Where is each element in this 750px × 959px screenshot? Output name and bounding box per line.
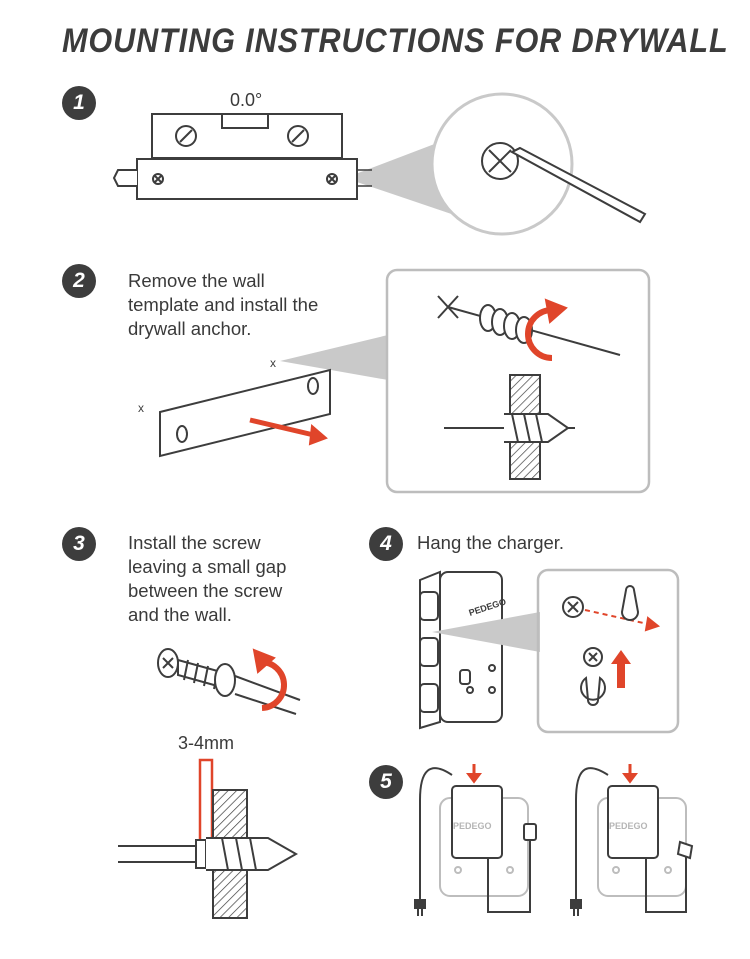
step-5-badge: 5 bbox=[369, 765, 403, 799]
connector-icon bbox=[523, 823, 537, 841]
up-arrow bbox=[617, 662, 625, 688]
step-4-badge: 4 bbox=[369, 527, 403, 561]
charger-back bbox=[439, 571, 503, 723]
slide-direction bbox=[584, 609, 649, 625]
screwdriver-shaft bbox=[447, 306, 621, 356]
down-arrow bbox=[466, 773, 482, 784]
plug-icon bbox=[414, 899, 426, 909]
svg-text:x: x bbox=[270, 356, 276, 370]
connector-icon bbox=[676, 840, 694, 860]
gap-indicator bbox=[198, 758, 214, 846]
wall-template bbox=[159, 368, 331, 458]
pull-arrow bbox=[308, 424, 328, 446]
drywall-anchor-icon bbox=[479, 304, 533, 344]
down-arrow bbox=[622, 773, 638, 784]
level-vial-top bbox=[221, 113, 269, 129]
mark-circle bbox=[481, 142, 519, 180]
anchor-in-wall bbox=[504, 413, 570, 443]
keyhole-slot bbox=[580, 676, 606, 706]
step-1-illustration bbox=[112, 92, 647, 236]
charging-cable bbox=[487, 840, 531, 913]
level-vial-right bbox=[287, 125, 309, 147]
anchor-in-wall bbox=[206, 837, 299, 871]
page-title: MOUNTING INSTRUCTIONS FOR DRYWALL bbox=[62, 22, 729, 60]
step-2-badge: 2 bbox=[62, 264, 96, 298]
step-4-illustration: PEDEGO bbox=[419, 568, 680, 734]
level-reading: 0.0° bbox=[230, 90, 263, 110]
step-3-illustration bbox=[118, 648, 301, 919]
template-x-mark bbox=[152, 173, 164, 185]
step-2-text: Remove the wall template and install the… bbox=[128, 269, 318, 341]
step-2-illustration: x x bbox=[138, 268, 651, 494]
rotate-arrow bbox=[259, 658, 288, 711]
step-3-line: between the screw bbox=[128, 580, 283, 601]
zoom-cone bbox=[432, 612, 540, 652]
step-2-line: Remove the wall bbox=[128, 270, 265, 291]
screwdriver-shaft bbox=[234, 675, 301, 701]
level-vial-left bbox=[175, 125, 197, 147]
step-3-line: leaving a small gap bbox=[128, 556, 287, 577]
step-4-line: Hang the charger. bbox=[417, 532, 565, 553]
power-cord bbox=[575, 767, 609, 900]
step-3-badge: 3 bbox=[62, 527, 96, 561]
step-3-line: Install the screw bbox=[128, 532, 261, 553]
zoom-cone bbox=[280, 335, 388, 380]
step-4-text: Hang the charger. bbox=[417, 531, 564, 555]
charging-cable bbox=[645, 850, 687, 913]
step-2-line: drywall anchor. bbox=[128, 318, 252, 339]
step-3-line: and the wall. bbox=[128, 604, 232, 625]
plug-icon bbox=[570, 899, 582, 909]
brand-label: PEDEGO bbox=[609, 821, 648, 831]
step-5-illustration: PEDEGO PEDEGO bbox=[414, 764, 694, 916]
template-x-mark bbox=[326, 173, 338, 185]
rotate-arrow bbox=[525, 307, 553, 361]
spirit-level bbox=[151, 113, 343, 159]
keyhole-slot bbox=[620, 585, 640, 621]
brand-label: PEDEGO bbox=[453, 821, 492, 831]
wall-template bbox=[136, 158, 358, 200]
step-3-text: Install the screw leaving a small gap be… bbox=[128, 531, 286, 627]
gap-label: 3-4mm bbox=[178, 733, 235, 753]
charger-unit-left bbox=[451, 785, 503, 859]
power-cord bbox=[419, 767, 453, 900]
detail-panel bbox=[536, 568, 680, 734]
svg-text:x: x bbox=[138, 401, 144, 415]
step-2-line: template and install the bbox=[128, 294, 319, 315]
detail-panel bbox=[385, 268, 651, 494]
charger-unit-right bbox=[607, 785, 659, 859]
charger-side bbox=[419, 570, 441, 730]
step-1-badge: 1 bbox=[62, 86, 96, 120]
